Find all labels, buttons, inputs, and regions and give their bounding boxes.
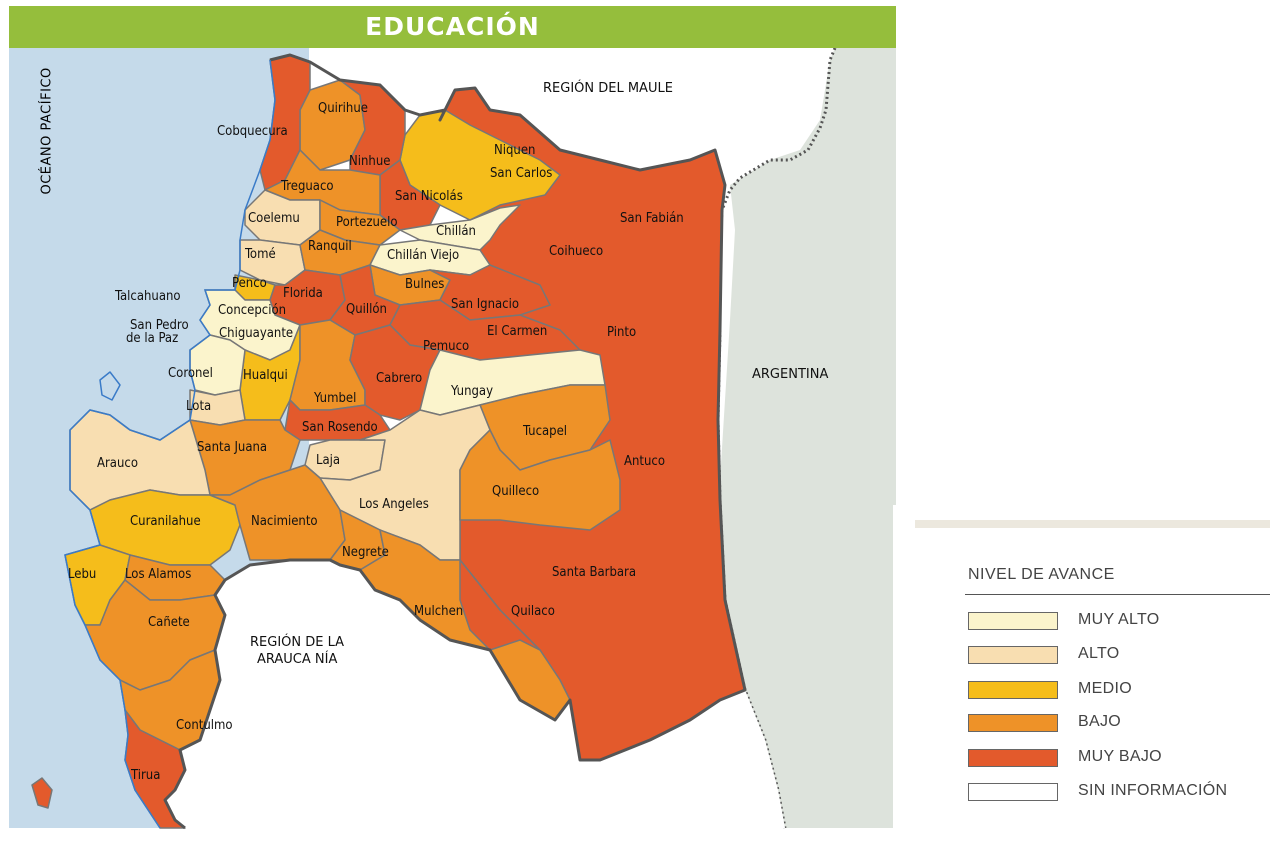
commune-label: de la Paz [126, 331, 179, 346]
commune-label: Penco [232, 276, 267, 291]
region-outline [163, 53, 747, 830]
legend-swatch [968, 681, 1058, 699]
commune-label: San Carlos [490, 166, 553, 181]
legend-label: MUY BAJO [1078, 748, 1162, 765]
maule-label: REGIÓN DEL MAULE [543, 81, 673, 96]
argentina-label: ARGENTINA [752, 367, 829, 382]
legend-label: MUY ALTO [1078, 611, 1160, 628]
commune-label: Treguaco [281, 179, 334, 194]
ocean-label: OCÉANO PACÍFICO [39, 67, 55, 195]
legend-swatch [968, 646, 1058, 664]
commune-label: Chillán Viejo [387, 248, 460, 263]
commune-label: San Rosendo [302, 420, 378, 435]
commune-label: Santa Juana [197, 440, 268, 455]
commune-label: Contulmo [176, 718, 233, 733]
commune-label: Cabrero [376, 371, 423, 386]
commune-label: San Fabián [620, 211, 684, 226]
commune-label: Pinto [607, 325, 637, 340]
commune-label: Bulnes [405, 277, 445, 292]
commune-label: Ninhue [349, 154, 391, 169]
commune-label: Laja [316, 453, 341, 468]
coastline [64, 59, 276, 829]
legend-label: BAJO [1078, 713, 1121, 730]
quilleco [459, 429, 621, 531]
commune-label: Yumbel [314, 391, 357, 406]
commune-label: Hualqui [243, 368, 288, 383]
island-mocha [31, 777, 53, 809]
legend-label: ALTO [1078, 645, 1120, 662]
commune-label: Pemuco [423, 339, 470, 354]
commune-label: Cañete [148, 615, 190, 630]
cabrero [349, 324, 441, 421]
commune-label: Portezuelo [336, 215, 398, 230]
commune-label: Tirua [131, 768, 161, 783]
commune-label: Los Angeles [359, 497, 429, 512]
commune-label: Los Alamos [125, 567, 192, 582]
commune-label: Antuco [624, 454, 665, 469]
legend-title: NIVEL DE AVANCE [968, 566, 1115, 583]
commune-label: Coihueco [549, 244, 604, 259]
communes-layer [31, 54, 746, 829]
legend-label: SIN INFORMACIÓN [1078, 782, 1228, 799]
commune-label: Talcahuano [115, 289, 181, 304]
commune-label: Curanilahue [130, 514, 201, 529]
commune-label: Quillón [346, 302, 387, 317]
commune-label: San Pedro [130, 318, 189, 333]
commune-label: San Ignacio [451, 297, 520, 312]
commune-label: Lota [186, 399, 212, 414]
commune-label: Mulchen [414, 604, 464, 619]
araucania-label-line1: REGIÓN DE LA [250, 635, 345, 650]
legend-swatch [968, 783, 1058, 801]
commune-label: Coronel [168, 366, 213, 381]
legend-swatch [968, 612, 1058, 630]
title-bar: EDUCACIÓN [9, 6, 896, 48]
commune-label: Concepción [218, 303, 287, 318]
legend-swatch [968, 714, 1058, 732]
commune-label: Chillán [436, 224, 476, 239]
araucania-label-line2: ARAUCA NÍA [257, 652, 338, 667]
commune-label: Tomé [245, 247, 276, 262]
commune-label: El Carmen [487, 324, 548, 339]
commune-label: Arauco [97, 456, 138, 471]
commune-label: Lebu [68, 567, 97, 582]
commune-label: Quirihue [318, 101, 368, 116]
island-santa-maria [99, 371, 121, 401]
quilaco [459, 559, 541, 651]
commune-label: Niquen [494, 143, 536, 158]
map-title: EDUCACIÓN [365, 12, 540, 41]
argentina-area [720, 48, 896, 828]
commune-label: Yungay [451, 384, 493, 399]
commune-label: Tucapel [523, 424, 568, 439]
commune-label: San Nicolás [395, 189, 463, 204]
legend-label: MEDIO [1078, 680, 1132, 697]
commune-label: Florida [283, 286, 323, 301]
commune-label: Ranquil [308, 239, 352, 254]
commune-label: Quilleco [492, 484, 540, 499]
san-ignacio [429, 264, 551, 321]
commune-label: Quilaco [511, 604, 555, 619]
commune-label: Cobquecura [217, 124, 288, 139]
commune-label: Nacimiento [251, 514, 318, 529]
commune-label: Negrete [342, 545, 389, 560]
legend-swatch [968, 749, 1058, 767]
commune-label: Coelemu [248, 211, 300, 226]
commune-label: Santa Barbara [552, 565, 637, 580]
araucania-area [165, 560, 785, 828]
legend-divider [965, 594, 1270, 595]
legend-top-band [915, 520, 1270, 528]
commune-label: Chiguayante [219, 326, 294, 341]
